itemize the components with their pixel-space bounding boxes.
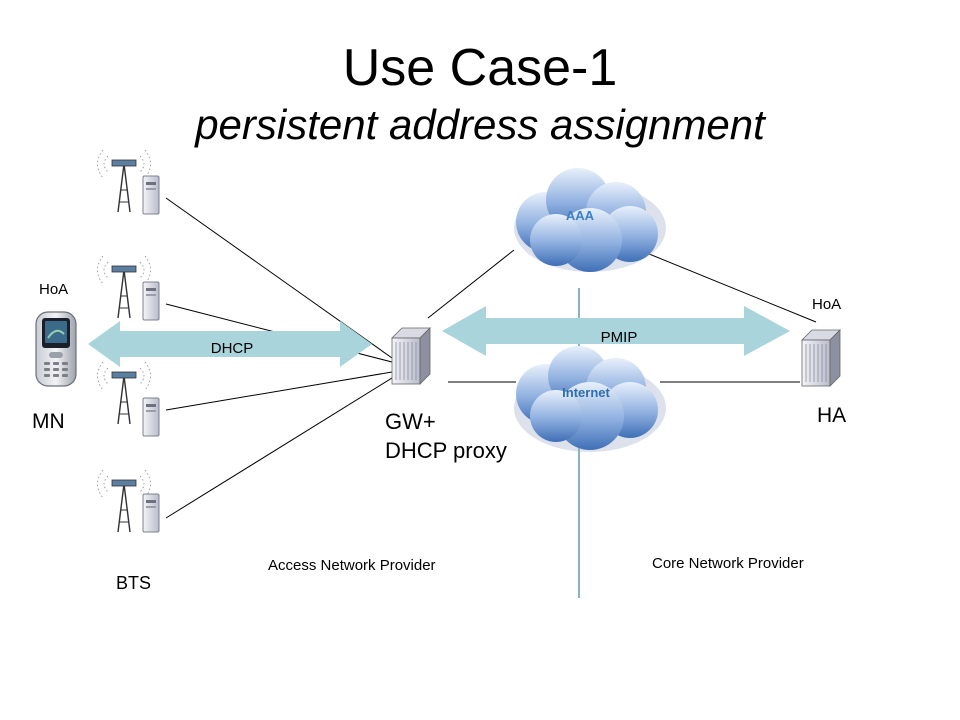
dhcp-arrow xyxy=(88,321,372,367)
internet-label: Internet xyxy=(562,385,610,400)
bts-site-1 xyxy=(96,149,160,215)
page-subtitle: persistent address assignment xyxy=(195,101,765,148)
core-network-provider-label: Core Network Provider xyxy=(652,555,804,572)
bts4-gw-link xyxy=(165,377,393,519)
mn-label: MN xyxy=(32,410,65,433)
mobile-phone-icon xyxy=(35,311,77,387)
access-network-provider-label: Access Network Provider xyxy=(268,557,436,574)
bts-site-2 xyxy=(96,255,160,321)
aaa-cloud xyxy=(514,168,666,272)
dhcp-label: DHCP xyxy=(211,340,254,357)
gw-router-icon xyxy=(391,327,431,385)
ha-label: HA xyxy=(817,404,847,427)
bts-site-3 xyxy=(96,361,160,437)
gw-aaa-link xyxy=(427,249,515,319)
ha-hoa-label: HoA xyxy=(812,296,842,313)
bts3-gw-link xyxy=(165,371,393,411)
aaa-label: AAA xyxy=(566,208,595,223)
bts-site-4 xyxy=(96,469,160,533)
aaa-ha-link xyxy=(631,246,817,323)
page-title: Use Case-1 xyxy=(342,39,618,97)
pmip-label: PMIP xyxy=(601,329,638,346)
bts-label: BTS xyxy=(116,573,152,593)
ha-router-icon xyxy=(801,329,841,387)
gw-label-line2: DHCP proxy xyxy=(385,438,507,463)
internet-cloud xyxy=(514,346,666,452)
gw-label-line1: GW+ xyxy=(385,409,436,434)
links xyxy=(165,197,817,519)
pmip-arrow xyxy=(442,306,790,356)
mn-hoa-label: HoA xyxy=(39,281,69,298)
